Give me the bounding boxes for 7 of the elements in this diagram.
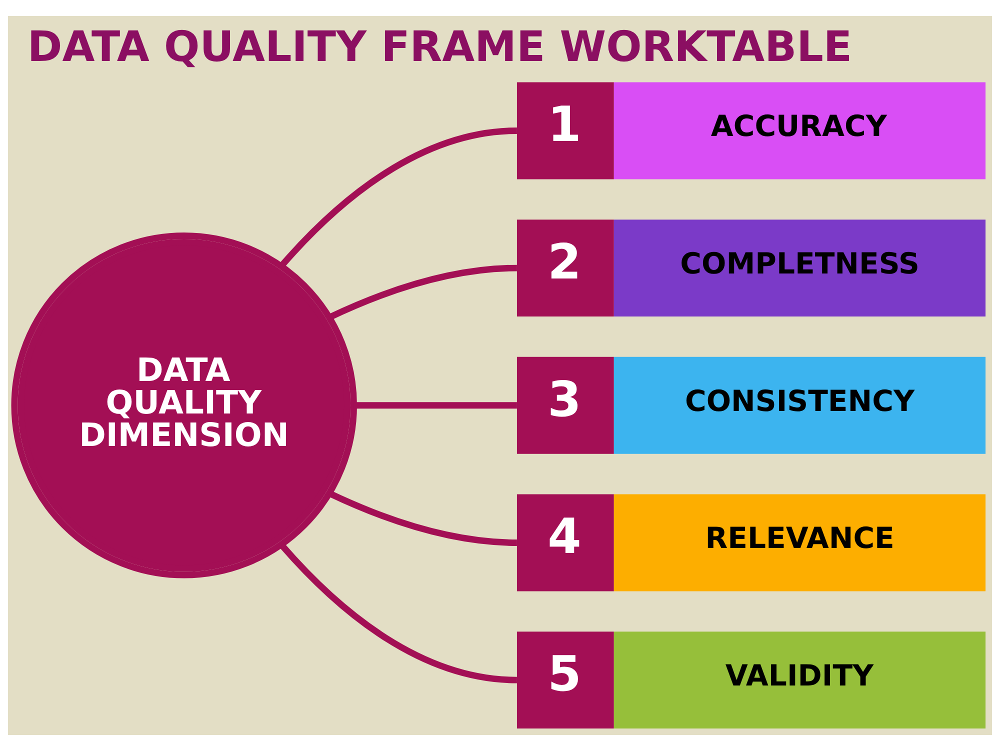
connector xyxy=(328,264,518,320)
connector xyxy=(328,490,518,546)
connector xyxy=(279,126,518,268)
connector xyxy=(279,542,518,683)
diagram-title: DATA QUALITY FRAME WORKTABLE xyxy=(27,21,852,70)
connector xyxy=(354,402,517,408)
node-circle: DATA QUALITY DIMENSION xyxy=(11,232,357,578)
